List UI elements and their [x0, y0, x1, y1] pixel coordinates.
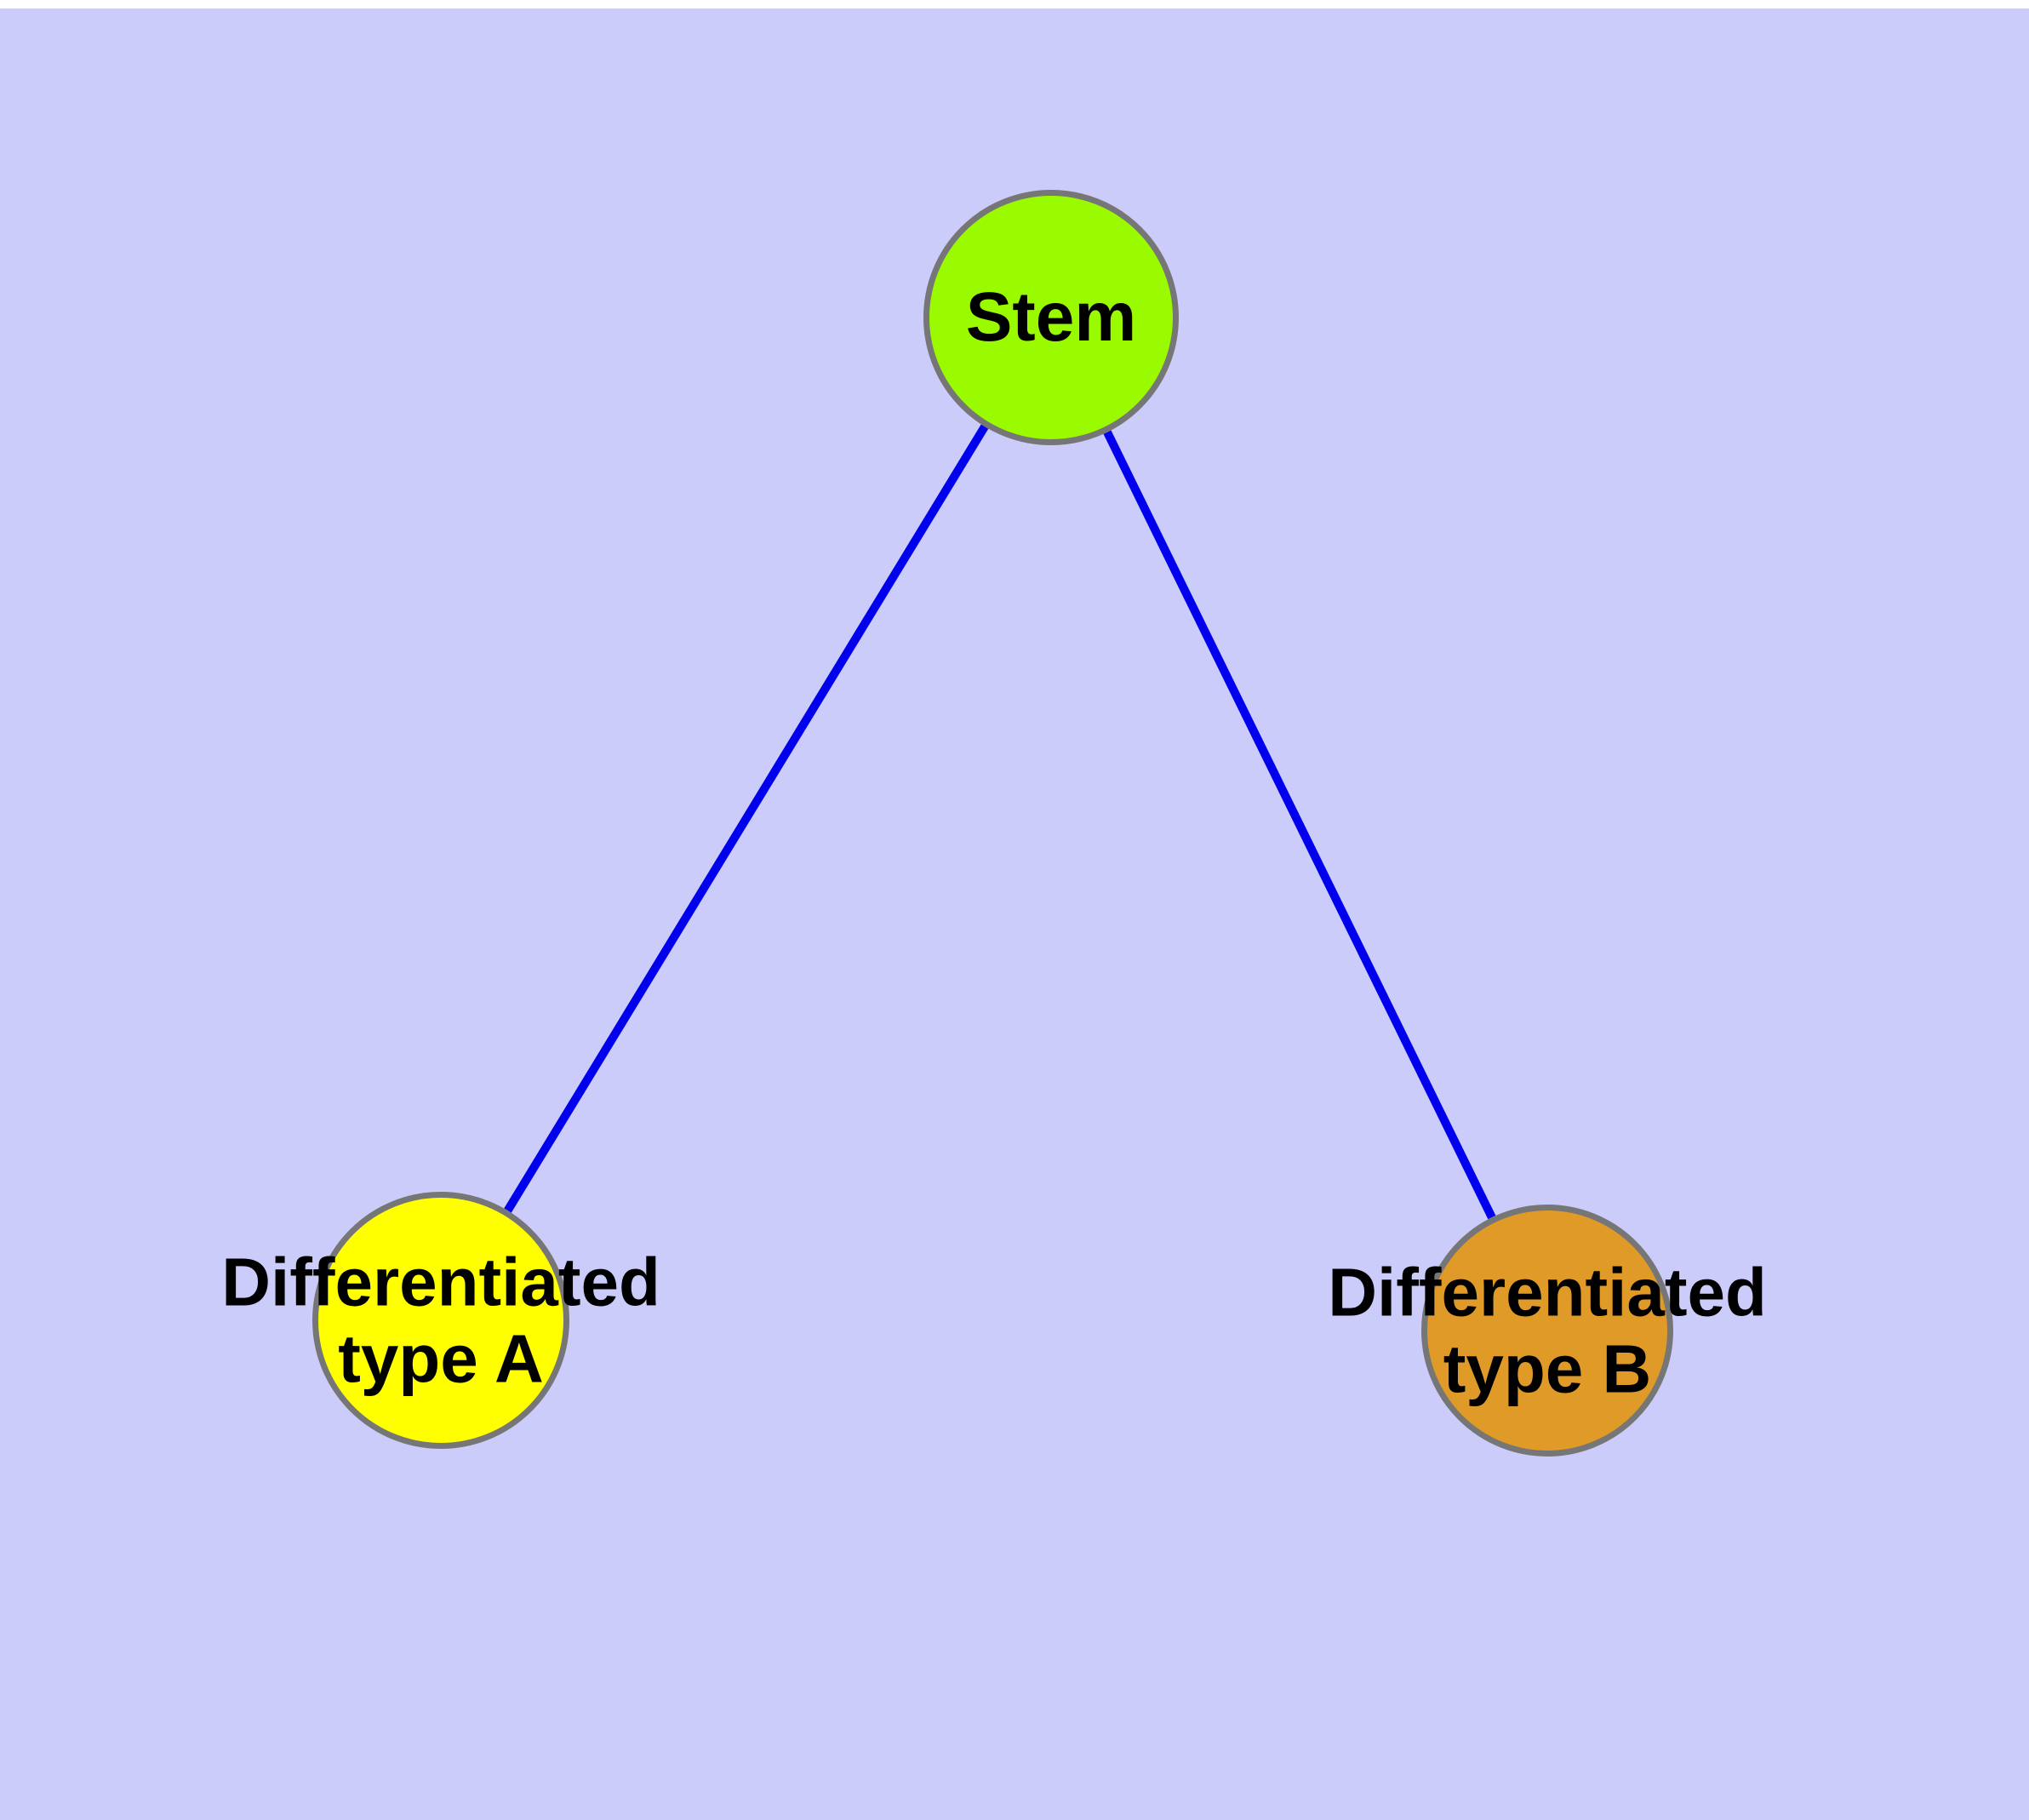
node-diff-a[interactable] [312, 1192, 569, 1449]
edge-stem-to-diff-b[interactable] [1103, 430, 1496, 1220]
edge-stem-to-diff-a[interactable] [504, 424, 989, 1213]
node-stem[interactable] [923, 190, 1179, 445]
edges-group [504, 424, 1496, 1220]
node-diff-b[interactable] [1421, 1205, 1673, 1457]
nodes-group [312, 190, 1673, 1457]
